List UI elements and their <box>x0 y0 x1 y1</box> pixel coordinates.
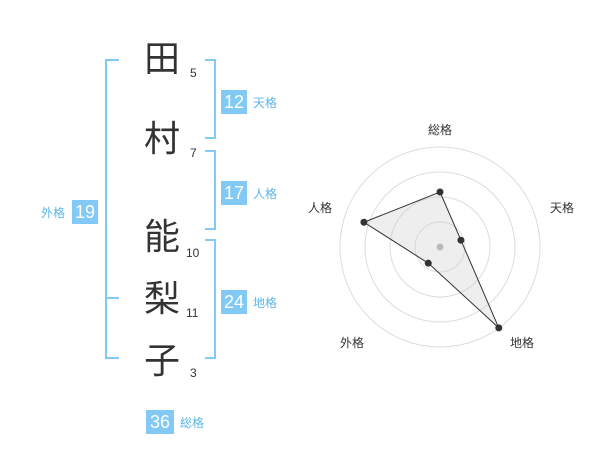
gaikaku-label: 外格 <box>41 206 66 220</box>
radar-label-gaikaku: 外格 <box>340 336 365 350</box>
radar-point-4 <box>424 259 432 267</box>
radar-ring <box>364 171 516 323</box>
jinkaku-bracket <box>205 150 216 230</box>
radar-center <box>436 243 444 251</box>
gaikaku-badge: 19 <box>72 200 98 224</box>
radar-ring <box>414 221 466 273</box>
name-char-3: 能 <box>143 217 180 258</box>
stroke-count-2: 7 <box>190 146 197 160</box>
radar-label-tenkaku: 天格 <box>550 201 575 215</box>
radar-label-jinkaku: 人格 <box>308 201 333 215</box>
name-char-1: 田 <box>143 39 180 80</box>
radar-point-2 <box>457 236 465 244</box>
chikaku-badge: 24 <box>221 290 247 314</box>
radar-point-3 <box>495 324 503 332</box>
radar-label-chikaku: 地格 <box>510 336 535 350</box>
stroke-count-5: 3 <box>190 366 197 380</box>
stroke-count-1: 5 <box>190 66 197 80</box>
gaikaku-bracket <box>105 59 119 359</box>
gaikaku-bracket-tick <box>105 297 119 299</box>
radar-ring <box>339 146 541 348</box>
name-char-5: 子 <box>143 341 180 382</box>
jinkaku-badge: 17 <box>221 181 247 205</box>
tenkaku-bracket <box>205 59 216 139</box>
name-char-4: 梨 <box>143 279 180 320</box>
soukaku-label: 総格 <box>180 416 205 430</box>
tenkaku-label: 天格 <box>253 96 278 110</box>
soukaku-badge: 36 <box>146 410 174 434</box>
jinkaku-label: 人格 <box>253 187 278 201</box>
radar-label-soukaku: 総格 <box>428 123 453 137</box>
radar-ring <box>389 196 491 298</box>
tenkaku-badge: 12 <box>221 90 247 114</box>
chikaku-bracket <box>205 239 216 359</box>
stroke-count-3: 10 <box>186 246 200 260</box>
stroke-count-4: 11 <box>186 306 199 320</box>
radar-point-1 <box>436 188 444 196</box>
radar-polygon <box>362 191 500 329</box>
radar-point-5 <box>360 218 368 226</box>
chikaku-label: 地格 <box>253 296 278 310</box>
name-char-2: 村 <box>143 119 180 160</box>
